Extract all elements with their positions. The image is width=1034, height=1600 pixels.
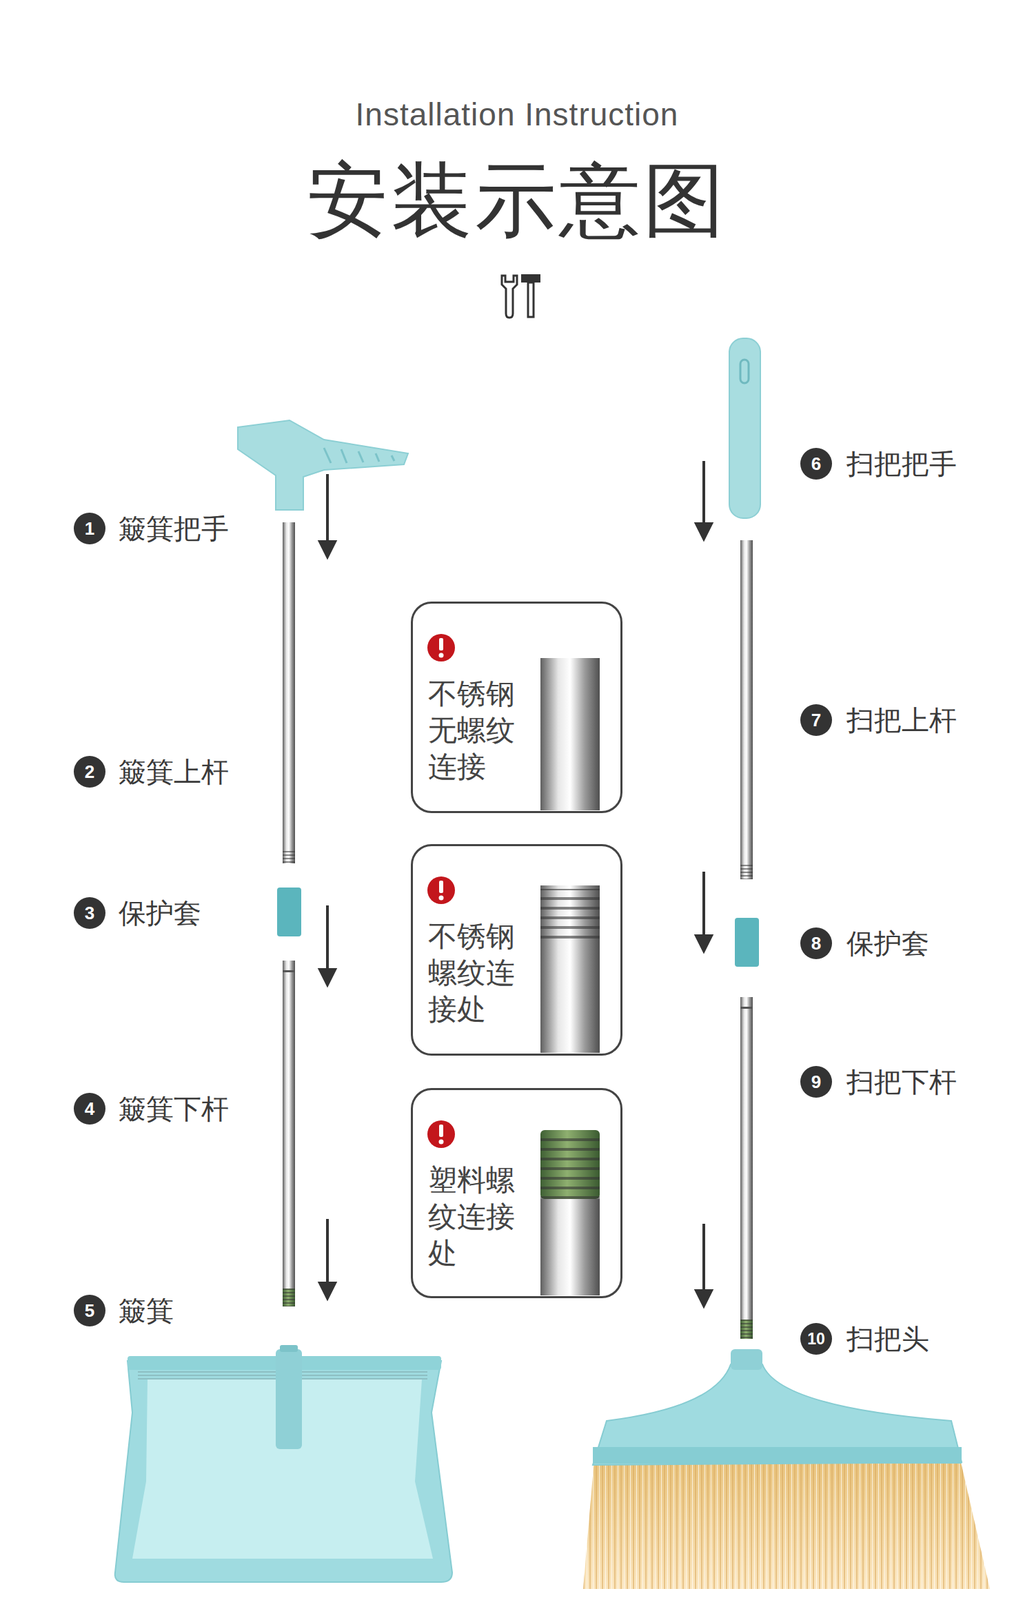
arrow-head [319,1283,336,1299]
subtitle: Installation Instruction [0,95,1034,134]
protective-sleeve [277,887,302,937]
broom-head [592,1364,962,1466]
note-box: 塑料螺纹连接处 [410,1088,623,1299]
note-text: 塑料螺纹连接处 [428,1162,521,1272]
part-name: 扫把上杆 [846,703,957,738]
arrow-head [319,969,336,986]
warning-icon [427,876,455,905]
note-box: 不锈钢螺纹连接处 [410,844,623,1057]
callout-number: 4 [73,1093,106,1125]
rod-ring [282,970,296,973]
plastic-thread [740,1320,753,1340]
callout-number: 2 [73,756,106,788]
warning-icon [427,634,455,662]
part-name: 簸箕把手 [118,511,229,546]
plastic-thread [282,1289,296,1307]
part-name: 扫把头 [846,1322,930,1357]
wrench-icon [501,275,517,318]
warning-icon [439,1140,444,1145]
broom-bristles [583,1460,990,1590]
broom-bristles [583,1460,990,1590]
assembly-arrow [326,1219,329,1287]
assembly-arrow [326,905,329,973]
steel-thread [740,864,753,880]
rod-detail [540,658,600,811]
part-name: 扫把把手 [846,446,957,482]
callout-number: 3 [73,897,106,930]
arrow-head [696,523,712,540]
warning-icon [427,1120,455,1149]
plastic-thread [740,1320,753,1340]
assembly-arrow [702,461,706,527]
dustpan-socket [279,1345,298,1353]
plastic-thread-detail [540,1130,600,1200]
upper-rod [740,540,753,865]
hammer-icon [521,274,541,283]
callout-number: 9 [800,1066,833,1099]
upper-rod [282,522,296,852]
arrow-head [319,541,336,557]
assembly-arrow [319,461,712,1307]
protective-sleeve [734,918,759,968]
dustpan-handle [237,420,409,511]
note-text: 不锈钢无螺纹连接 [428,675,521,786]
warning-icon [439,653,444,659]
arrow-head [696,1291,712,1307]
assembly-arrow [702,872,706,939]
lower-rod [740,997,753,1321]
part-name: 扫把下杆 [846,1065,957,1100]
steel-thread [282,851,296,864]
rod-ring [740,1007,753,1010]
part-name: 保护套 [846,926,930,961]
steel-thread-detail [540,889,600,945]
note-text: 不锈钢螺纹连接处 [428,918,521,1028]
warning-icon [439,880,444,894]
warning-icon [439,638,444,651]
part-name: 簸箕下杆 [118,1091,229,1127]
warning-icon [439,896,444,901]
rod-detail [540,1199,600,1296]
dustpan-socket [275,1349,302,1450]
callout-number: 6 [800,448,833,480]
steel-thread [282,851,296,864]
part-name: 簸箕 [118,1293,174,1329]
handle-rib [323,448,395,464]
part-name: 簸箕上杆 [118,754,229,790]
plastic-thread-detail [540,1133,600,1200]
callout-number: 7 [800,704,833,737]
callout-number: 10 [800,1323,833,1356]
warning-icon [439,1124,444,1138]
assembly-arrow [326,474,329,545]
callout-number: 1 [73,512,106,545]
hammer-icon [528,282,534,318]
broom-handle [729,338,761,519]
broom-socket [730,1349,763,1371]
broom-band [592,1447,962,1465]
note-box: 不锈钢无螺纹连接 [410,601,623,814]
callout-number: 8 [800,927,833,960]
plastic-thread [282,1289,296,1307]
rod-detail [540,885,600,1054]
steel-thread [740,864,753,880]
lower-rod [282,960,296,1290]
assembly-arrow [702,1224,706,1294]
arrow-head [696,936,712,952]
title: 安装示意图 [0,153,1034,247]
callout-number: 5 [73,1295,106,1327]
part-name: 保护套 [118,896,202,931]
hang-hole [740,359,749,384]
